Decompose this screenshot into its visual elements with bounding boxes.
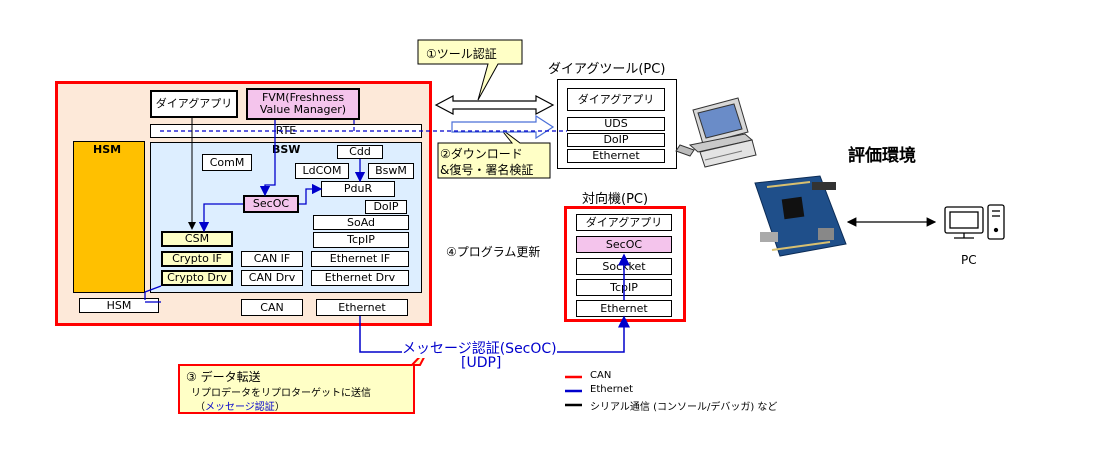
download-arrow [451,114,555,140]
data-transfer-line: リプロデータをリプロターゲットに送信 [191,388,371,399]
eval-board-icon [754,175,847,257]
eval-pc-icon [944,204,1005,240]
csm-box: CSM [161,231,233,247]
ethernet-if-box: Ethernet IF [311,251,409,267]
diag-tool-app: ダイアグアプリ [567,88,665,111]
bsw-title: BSW [272,143,301,156]
ldcom-box: LdCOM [295,163,349,179]
diag-tool-ethernet: Ethernet [567,149,665,163]
can-drv-box: CAN Drv [241,270,303,286]
cdd-box: Cdd [337,145,383,159]
download-label-2: &復号・署名検証 [440,163,534,177]
diag-tool-doip: DoIP [567,133,665,147]
ethernet-drv-box: Ethernet Drv [311,270,409,286]
data-transfer-title: ③ データ転送 [186,370,261,384]
legend-can: CAN [590,370,612,381]
fvm-label: FVM(Freshness Value Manager) [259,91,347,116]
legend-serial: シリアル通信 (コンソール/デバッガ) など [590,402,778,413]
secoc-link-sublabel: [UDP] [461,355,502,371]
diag-pc-computer-icon [675,97,757,168]
peer-secoc: SecOC [576,236,672,253]
data-transfer-callout [178,345,431,414]
peer-app: ダイアグアプリ [576,214,672,231]
legend-ethernet: Ethernet [590,384,634,395]
peer-title: 対向機(PC) [582,192,649,207]
diag-tool-uds: UDS [567,117,665,131]
tool-auth-label: ①ツール認証 [426,47,497,61]
ecu-doip-box: DoIP [365,200,407,214]
hsm-block [73,141,145,293]
secoc-link-label: メッセージ認証(SecOC) [402,338,557,358]
ecu-secoc-box: SecOC [243,195,299,213]
program-update-label: ④プログラム更新 [446,245,541,259]
can-if-box: CAN IF [241,251,303,267]
eval-pc-label: PC [961,253,977,267]
eval-env-title: 評価環境 [848,146,916,166]
bswm-box: BswM [368,163,414,179]
diag-tool-title: ダイアグツール(PC) [548,62,666,77]
download-label-1: ②ダウンロード [440,147,523,161]
hsm-title: HSM [93,143,122,156]
data-transfer-auth-open: （ [195,402,205,413]
ecu-diag-app: ダイアグアプリ [150,90,238,118]
crypto-drv-box: Crypto Drv [161,270,233,286]
data-transfer-auth-close: ） [274,402,285,413]
ecu-tcpip-box: TcpIP [313,232,409,248]
ecu-ethernet-box: Ethernet [316,299,408,316]
download-callout [437,127,551,179]
data-transfer-auth: （メッセージ認証） [195,398,285,413]
tool-auth-double-arrow [434,95,555,115]
soad-box: SoAd [313,215,409,230]
comm-box: ComM [202,154,252,171]
fvm-box: FVM(Freshness Value Manager) [246,88,360,120]
crypto-if-box: Crypto IF [161,251,233,267]
hsm-bottom-box: HSM [79,298,159,313]
ecu-can-box: CAN [241,299,303,316]
tool-auth-callout [417,39,523,101]
data-transfer-auth-text: メッセージ認証 [205,402,275,413]
